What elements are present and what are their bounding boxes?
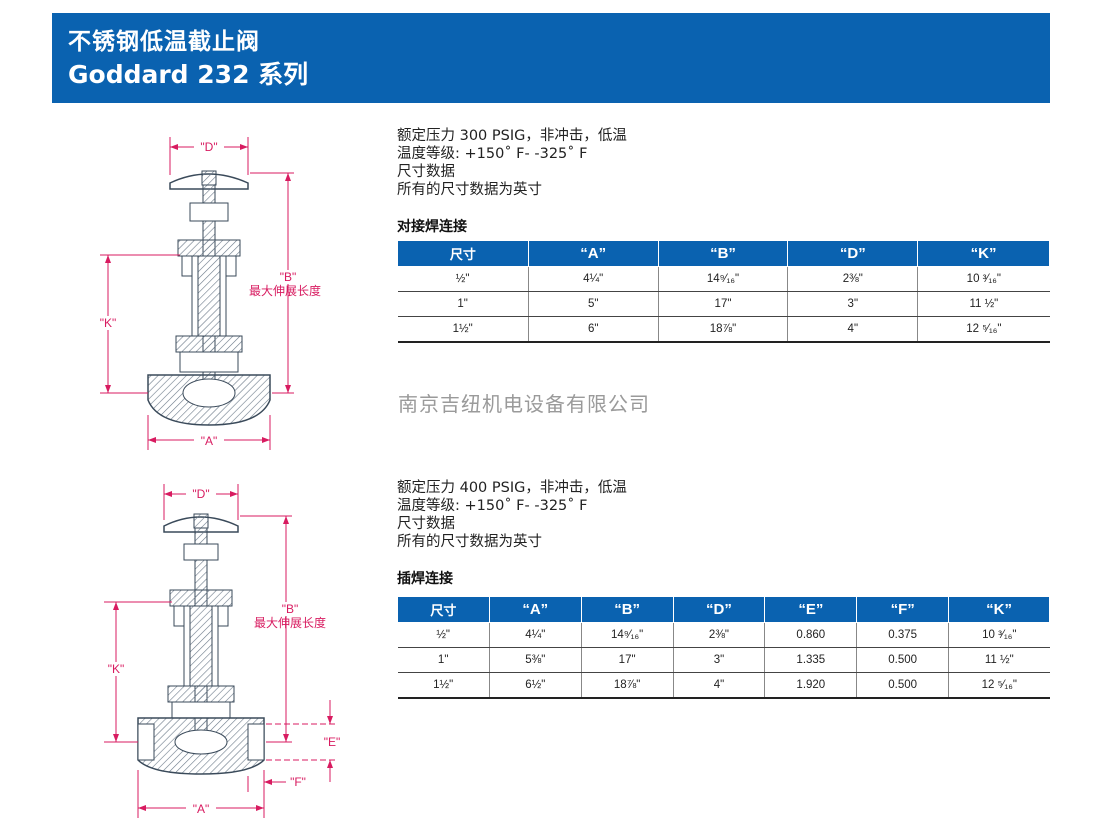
spec-line: 温度等级: +150˚ F- -325˚ F xyxy=(397,498,588,514)
column-header: “B” xyxy=(657,240,789,267)
table-header-row: 尺寸 “A” “B” “D” “K” xyxy=(397,240,1050,267)
table-cell: 5⅜" xyxy=(489,647,582,673)
dim-label-e: "E" xyxy=(324,735,341,749)
table-cell: 12 ⁵⁄₁₆" xyxy=(948,672,1050,699)
table-cell: 10 ³⁄₁₆" xyxy=(917,266,1050,292)
dim-label-b: "B" xyxy=(280,270,297,284)
table-cell: 12 ⁵⁄₁₆" xyxy=(917,316,1050,343)
table-cell: 0.500 xyxy=(856,647,950,673)
table-row: 1" 5⅜" 17" 3" 1.335 0.500 11 ½" xyxy=(397,647,1050,673)
table-cell: 1" xyxy=(397,291,529,317)
section-title-socket-weld: 插焊连接 xyxy=(397,571,453,587)
table-cell: 4¼" xyxy=(528,266,659,292)
spec-block-400psig: 额定压力 400 PSIG，非冲击，低温 温度等级: +150˚ F- -325… xyxy=(397,479,627,551)
table-cell: 17" xyxy=(658,291,789,317)
table-row: 1" 5" 17" 3" 11 ½" xyxy=(397,291,1050,317)
table-cell: 10 ³⁄₁₆" xyxy=(948,622,1050,648)
dim-label-a: "A" xyxy=(201,434,218,448)
table-cell: 11 ½" xyxy=(917,291,1050,317)
table-cell: 0.500 xyxy=(856,672,950,699)
section-title-butt-weld: 对接焊连接 xyxy=(397,219,467,235)
dim-label-d: "D" xyxy=(200,140,217,154)
table-cell: 6" xyxy=(528,316,659,343)
table-cell: 4" xyxy=(673,672,766,699)
table-cell: 14⁹⁄₁₆" xyxy=(581,622,674,648)
page-header: 不锈钢低温截止阀 Goddard 232 系列 xyxy=(52,13,1050,103)
column-header: “A” xyxy=(527,240,659,267)
table-cell: ½" xyxy=(397,622,490,648)
table-row: ½" 4¼" 14⁹⁄₁₆" 2⅜" 0.860 0.375 10 ³⁄₁₆" xyxy=(397,622,1050,648)
spec-line: 额定压力 400 PSIG，非冲击，低温 xyxy=(397,480,627,496)
column-header: “K” xyxy=(917,240,1050,267)
dim-label-b: "B" xyxy=(282,602,299,616)
dim-label-a: "A" xyxy=(193,802,210,816)
table-cell: 6½" xyxy=(489,672,582,699)
table-cell: 2⅜" xyxy=(673,622,766,648)
column-header: 尺寸 xyxy=(397,240,529,267)
table-cell: 1.920 xyxy=(764,672,858,699)
spec-line: 温度等级: +150˚ F- -325˚ F xyxy=(397,146,588,162)
table-cell: 18⅞" xyxy=(581,672,674,699)
table-cell: 5" xyxy=(528,291,659,317)
table-cell: 0.860 xyxy=(764,622,858,648)
table-cell: 3" xyxy=(787,291,919,317)
page-title: 不锈钢低温截止阀 xyxy=(68,29,260,55)
table-row: 1½" 6½" 18⅞" 4" 1.920 0.500 12 ⁵⁄₁₆" xyxy=(397,672,1050,699)
dim-label-d: "D" xyxy=(192,487,209,501)
table-cell: 18⅞" xyxy=(658,316,789,343)
dim-label-k: "K" xyxy=(108,662,125,676)
spec-line: 所有的尺寸数据为英寸 xyxy=(397,534,542,550)
table-cell: 1" xyxy=(397,647,490,673)
table-cell: ½" xyxy=(397,266,529,292)
valve-diagram-socket-weld: "D" "B" 最大伸展长度 "K" "E" "F" xyxy=(100,480,360,825)
spec-line: 额定压力 300 PSIG，非冲击，低温 xyxy=(397,128,627,144)
dimension-table-socket-weld: 尺寸 “A” “B” “D” “E” “F” “K” ½" 4¼" 14⁹⁄₁₆… xyxy=(397,596,1050,699)
valve-diagram-butt-weld: "D" "B" 最大伸展长度 "K" "A" xyxy=(90,125,360,455)
column-header: “D” xyxy=(787,240,919,267)
table-cell: 14⁹⁄₁₆" xyxy=(658,266,789,292)
dim-label-b-desc: 最大伸展长度 xyxy=(254,615,326,630)
table-cell: 1.335 xyxy=(764,647,858,673)
table-cell: 4" xyxy=(787,316,919,343)
dim-label-k: "K" xyxy=(100,316,117,330)
table-cell: 0.375 xyxy=(856,622,950,648)
spec-line: 尺寸数据 xyxy=(397,516,455,532)
spec-block-300psig: 额定压力 300 PSIG，非冲击，低温 温度等级: +150˚ F- -325… xyxy=(397,127,627,199)
table-cell: 17" xyxy=(581,647,674,673)
table-cell: 3" xyxy=(673,647,766,673)
table-cell: 4¼" xyxy=(489,622,582,648)
dimension-table-butt-weld: 尺寸 “A” “B” “D” “K” ½" 4¼" 14⁹⁄₁₆" 2⅜" 10… xyxy=(397,240,1050,343)
table-cell: 1½" xyxy=(397,316,529,343)
page-subtitle: Goddard 232 系列 xyxy=(68,60,309,89)
spec-line: 所有的尺寸数据为英寸 xyxy=(397,182,542,198)
column-header: “F” xyxy=(856,596,950,623)
column-header: “B” xyxy=(580,596,674,623)
table-header-row: 尺寸 “A” “B” “D” “E” “F” “K” xyxy=(397,596,1050,623)
column-header: “D” xyxy=(672,596,766,623)
column-header: 尺寸 xyxy=(397,596,490,623)
spec-line: 尺寸数据 xyxy=(397,164,455,180)
table-cell: 11 ½" xyxy=(948,647,1050,673)
column-header: “A” xyxy=(488,596,582,623)
table-row: ½" 4¼" 14⁹⁄₁₆" 2⅜" 10 ³⁄₁₆" xyxy=(397,266,1050,292)
table-cell: 2⅜" xyxy=(787,266,919,292)
column-header: “E” xyxy=(764,596,858,623)
dim-label-f: "F" xyxy=(290,775,306,789)
table-row: 1½" 6" 18⅞" 4" 12 ⁵⁄₁₆" xyxy=(397,316,1050,343)
column-header: “K” xyxy=(948,596,1050,623)
company-watermark: 南京吉纽机电设备有限公司 xyxy=(398,392,650,416)
dim-label-b-desc: 最大伸展长度 xyxy=(249,283,321,298)
table-cell: 1½" xyxy=(397,672,490,699)
